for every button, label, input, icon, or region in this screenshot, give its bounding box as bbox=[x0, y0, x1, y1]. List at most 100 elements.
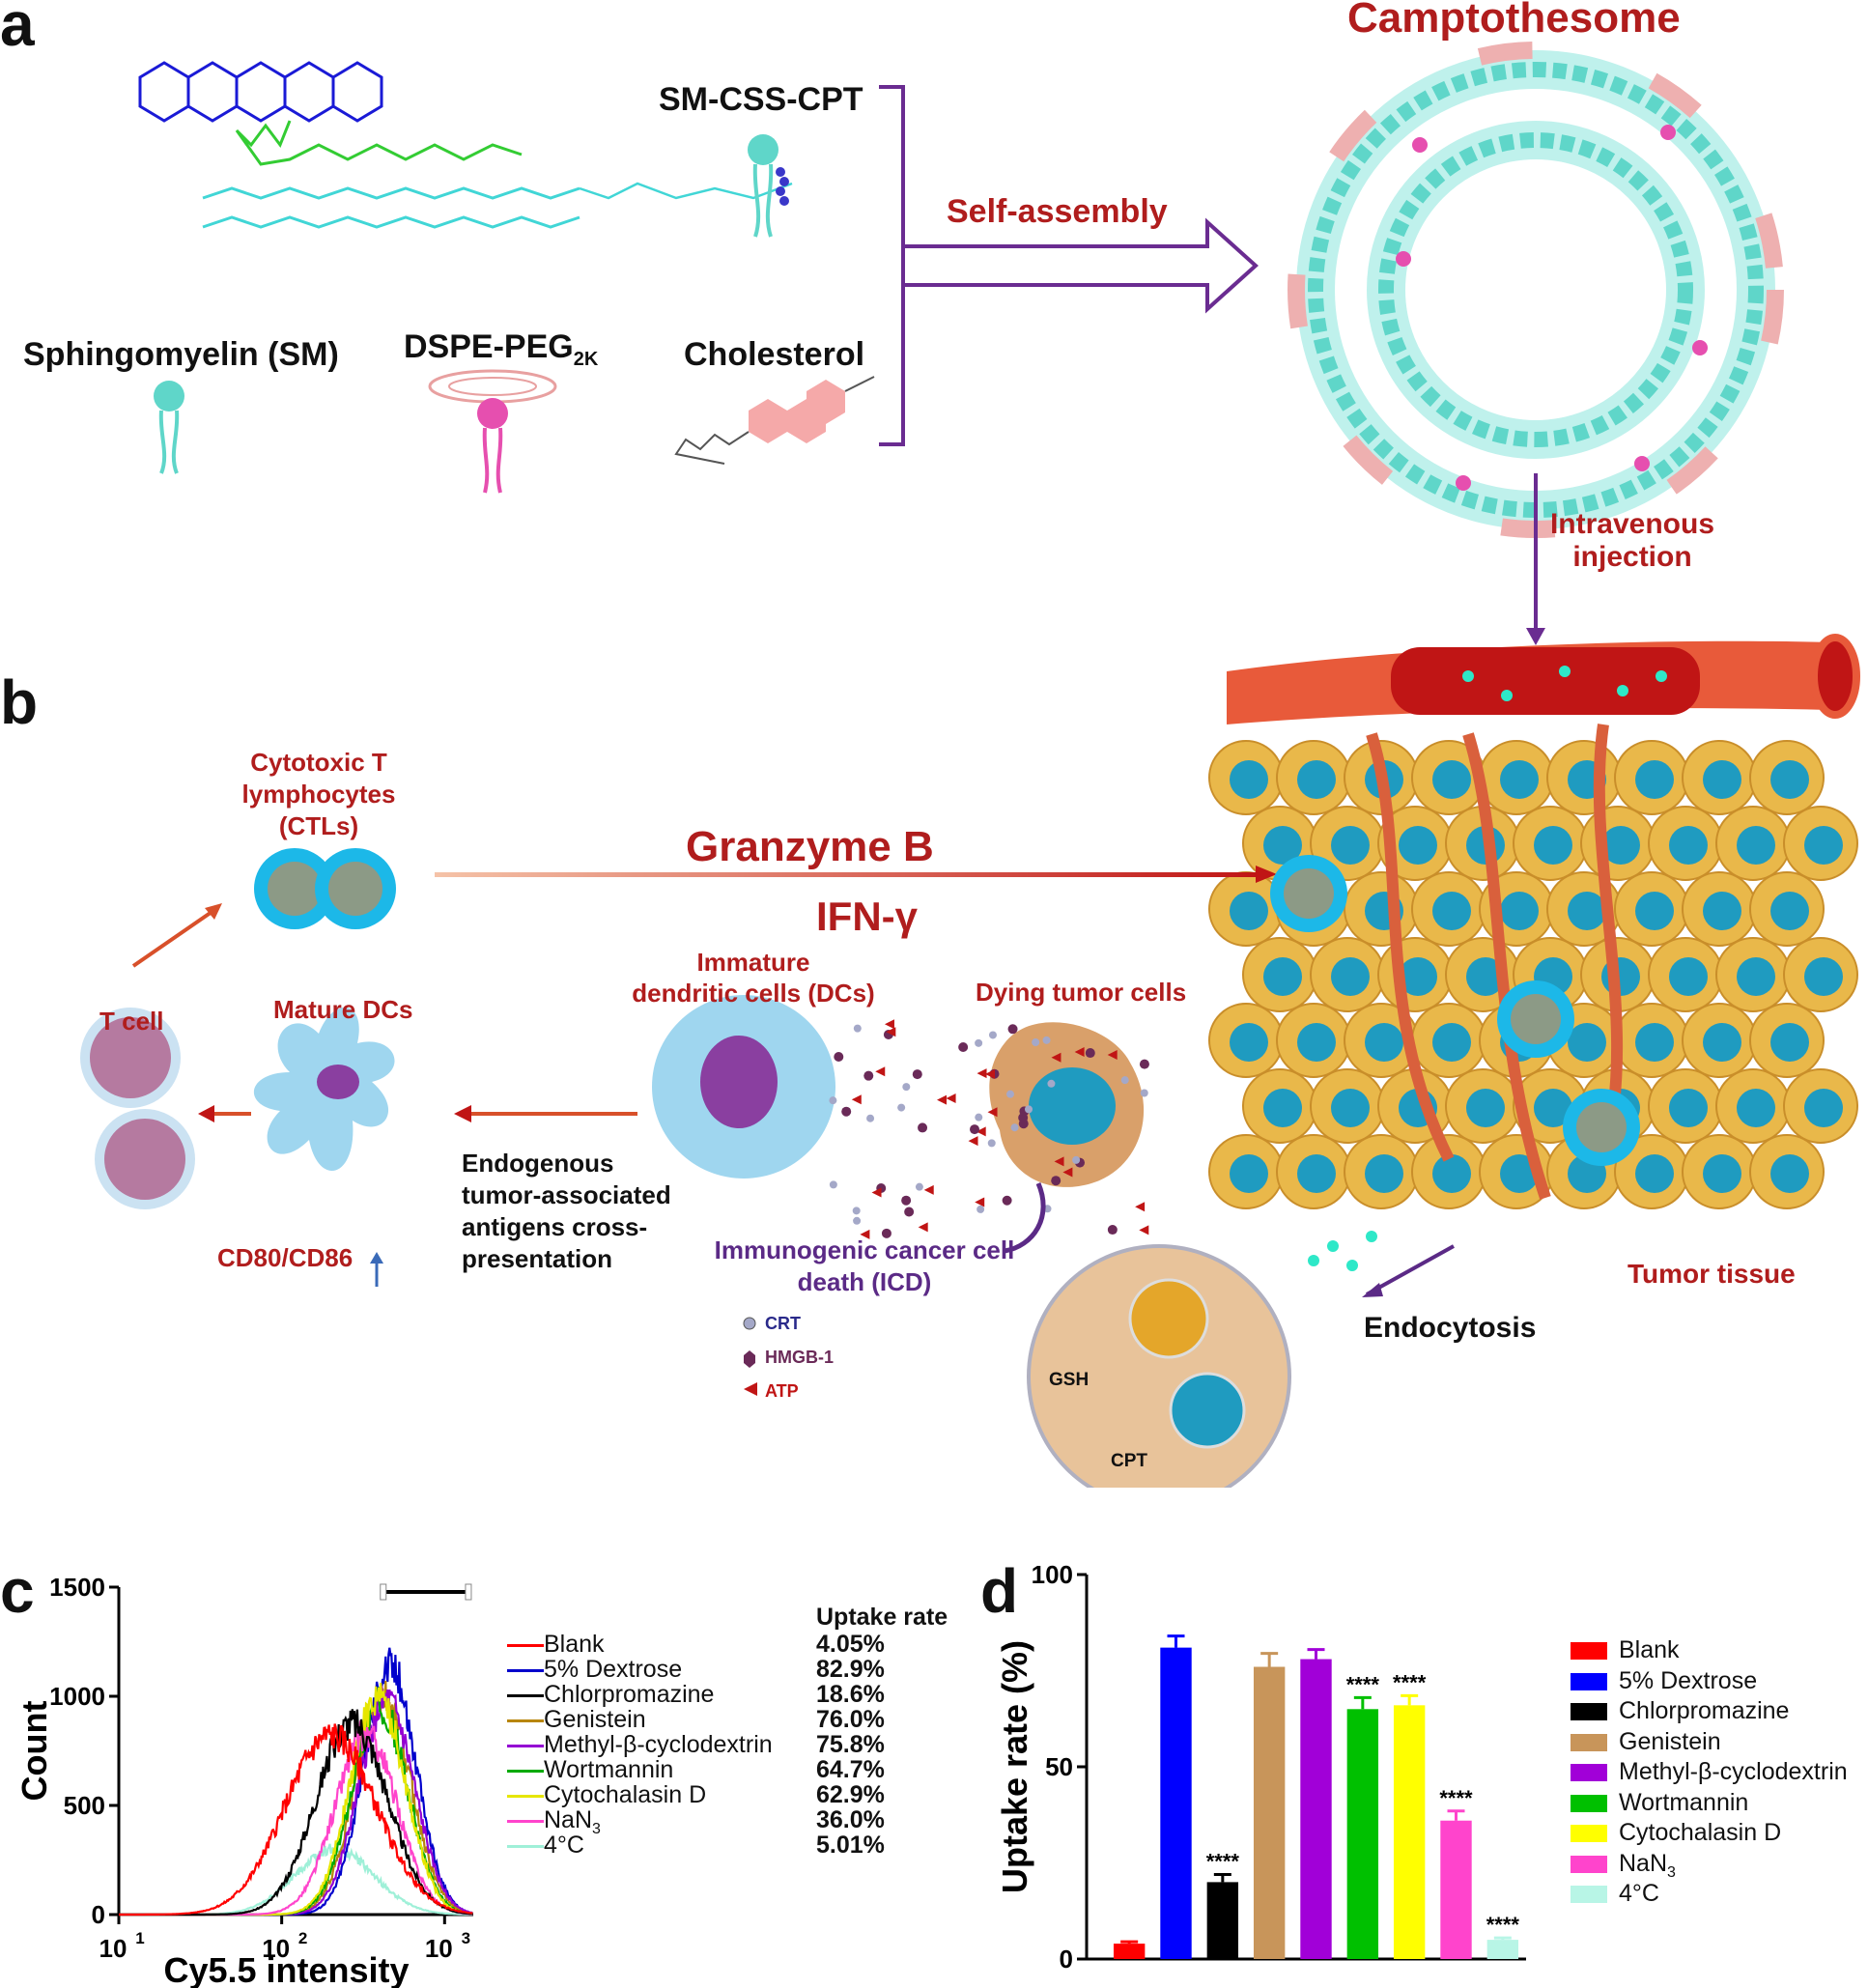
panel-a-illustration bbox=[138, 42, 1784, 645]
hmgb-particle bbox=[912, 1069, 922, 1080]
legend-item-c: NaN3 36.0% bbox=[507, 1806, 913, 1837]
atp-particle bbox=[1074, 1047, 1085, 1058]
tumor-nucleus bbox=[1770, 892, 1809, 930]
self-assembly-label: Self-assembly bbox=[947, 193, 1168, 230]
bar-d bbox=[1160, 1647, 1192, 1959]
mature-dc-icon bbox=[253, 1007, 395, 1172]
legend-label-c: Genistein bbox=[544, 1706, 646, 1733]
tumor-nucleus bbox=[1669, 957, 1708, 996]
tumor-nucleus bbox=[1568, 892, 1606, 930]
tumor-nucleus bbox=[1737, 826, 1775, 865]
atp-particle bbox=[923, 1184, 934, 1195]
crt-particle bbox=[988, 1031, 997, 1039]
y-tick-label-d: 100 bbox=[1032, 1565, 1073, 1589]
atp-particle bbox=[1135, 1202, 1146, 1212]
ifn-label: IFN-γ bbox=[816, 894, 918, 939]
cholesterol-label: Cholesterol bbox=[684, 336, 865, 373]
gate-bar-end-c bbox=[465, 1583, 472, 1601]
tumor-nucleus bbox=[1466, 1089, 1505, 1127]
legend-swatch-c bbox=[507, 1694, 544, 1697]
tumor-nucleus bbox=[1635, 1154, 1674, 1193]
crt-particle bbox=[866, 1114, 875, 1122]
tumor-nucleus bbox=[1432, 760, 1471, 799]
tumor-nucleus bbox=[1804, 957, 1843, 996]
atp-particle bbox=[987, 1107, 998, 1118]
atp-particle bbox=[946, 1093, 956, 1104]
tumor-nucleus bbox=[1263, 957, 1302, 996]
sm-css-cpt-label: SM-CSS-CPT bbox=[659, 81, 863, 118]
gsh-label: GSH bbox=[1049, 1370, 1090, 1390]
self-assembly-arrow-icon bbox=[903, 217, 1259, 314]
legend-swatch-d bbox=[1571, 1672, 1607, 1690]
hmgb-legend-label: HMGB-1 bbox=[765, 1348, 834, 1367]
mature-dcs-label: Mature DCs bbox=[273, 995, 413, 1024]
dspe-peg-label: DSPE-PEG2K bbox=[404, 328, 599, 370]
tumor-vessel bbox=[1366, 732, 1455, 1162]
tumor-nucleus bbox=[1703, 1154, 1741, 1193]
atp-particle bbox=[1139, 1225, 1149, 1235]
tumor-nucleus bbox=[1432, 1154, 1471, 1193]
bar-d bbox=[1253, 1666, 1286, 1959]
tumor-nucleus bbox=[1500, 760, 1539, 799]
tumor-nucleus bbox=[1804, 1089, 1843, 1127]
hmgb-particle bbox=[881, 1228, 892, 1238]
y-tick-label-c: 500 bbox=[64, 1791, 105, 1820]
legend-label-d: Wortmannin bbox=[1619, 1788, 1749, 1816]
tumor-nucleus bbox=[1432, 892, 1471, 930]
bracket-icon bbox=[879, 85, 905, 446]
legend-label-d: 4°C bbox=[1619, 1880, 1659, 1907]
significance-label-d: **** bbox=[1486, 1913, 1520, 1937]
legend-uptake-c: 75.8% bbox=[816, 1731, 885, 1758]
tumor-nucleus bbox=[1230, 1023, 1268, 1062]
panel-letter-a: a bbox=[0, 0, 35, 59]
crt-particle bbox=[1042, 1036, 1051, 1044]
crt-particle bbox=[852, 1207, 861, 1215]
bar-d bbox=[1440, 1820, 1472, 1959]
y-axis-label-d: Uptake rate (%) bbox=[995, 1640, 1034, 1893]
legend-label-c: Wortmannin bbox=[544, 1756, 674, 1783]
crt-particle bbox=[853, 1216, 862, 1225]
atp-particle bbox=[860, 1229, 870, 1239]
panel-letter-d: d bbox=[980, 1556, 1019, 1626]
x-tick-label-c: 10 bbox=[99, 1934, 127, 1963]
crt-particle bbox=[853, 1024, 862, 1033]
atp-particle bbox=[871, 1187, 882, 1198]
legend-item-d: Genistein bbox=[1565, 1728, 1854, 1757]
hmgb-particle bbox=[904, 1207, 915, 1217]
tumor-vessel bbox=[1462, 732, 1551, 1200]
hmgb-particle bbox=[918, 1122, 928, 1133]
legend-uptake-c: 36.0% bbox=[816, 1806, 885, 1833]
linker-structure-icon bbox=[235, 120, 523, 166]
atp-particle bbox=[937, 1094, 948, 1105]
panel-b-illustration bbox=[80, 634, 1860, 1488]
legend-swatch-c bbox=[507, 1770, 544, 1773]
y-tick-label-d: 0 bbox=[1060, 1945, 1073, 1974]
legend-label-d: Blank bbox=[1619, 1636, 1680, 1663]
tumor-nucleus bbox=[1230, 1154, 1268, 1193]
tumor-nucleus bbox=[1466, 957, 1505, 996]
y-tick-label-d: 50 bbox=[1045, 1752, 1073, 1781]
crt-particle bbox=[902, 1083, 911, 1092]
legend-label-c: NaN3 bbox=[544, 1806, 601, 1837]
tumor-nucleus bbox=[1230, 892, 1268, 930]
legend-label-d: Methyl-β-cyclodextrin bbox=[1619, 1758, 1848, 1785]
crt-particle bbox=[1120, 1076, 1129, 1085]
legend-item-d: 5% Dextrose bbox=[1565, 1667, 1854, 1696]
legend-item-d: Cytochalasin D bbox=[1565, 1819, 1854, 1848]
significance-label-d: **** bbox=[1206, 1849, 1240, 1873]
tumor-tissue-label: Tumor tissue bbox=[1627, 1259, 1796, 1289]
legend-uptake-c: 4.05% bbox=[816, 1631, 885, 1658]
legend-swatch-c bbox=[507, 1719, 544, 1722]
t-cell-label: T cell bbox=[99, 1007, 164, 1036]
atp-particle bbox=[975, 1197, 985, 1207]
tumor-nucleus bbox=[1399, 957, 1437, 996]
tumor-nucleus bbox=[1635, 1023, 1674, 1062]
hmgb-particle bbox=[863, 1070, 874, 1081]
legend-label-d: Chlorpromazine bbox=[1619, 1697, 1790, 1724]
